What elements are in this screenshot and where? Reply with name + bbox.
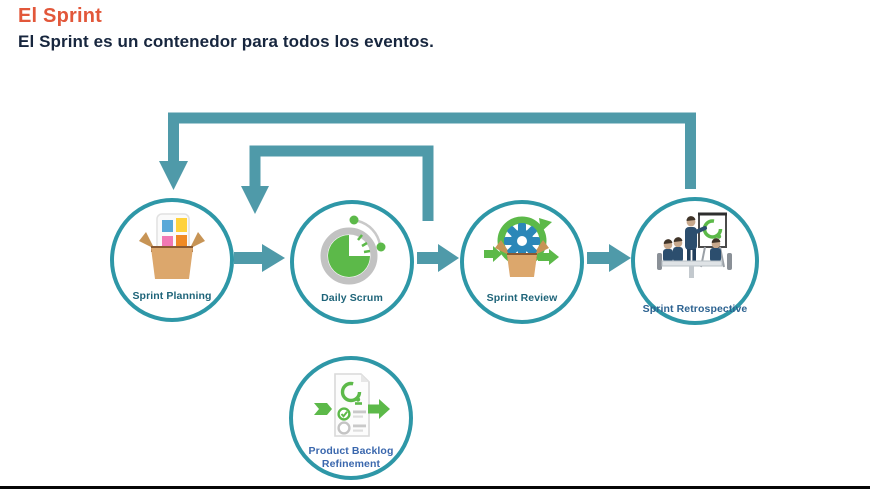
- node-label: Sprint Retrospective: [642, 302, 748, 315]
- node-label: Sprint Review: [486, 291, 558, 304]
- document-checklist-icon: [314, 373, 390, 437]
- node-label: Sprint Planning: [132, 289, 212, 302]
- side-arrows: [484, 246, 559, 265]
- table: [661, 260, 723, 278]
- outer-loop-arrow: [159, 112, 696, 190]
- gear-box-icon: [484, 216, 559, 277]
- box-body: [507, 253, 537, 277]
- page-subtitle: El Sprint es un contenedor para todos lo…: [18, 32, 434, 51]
- node-product-backlog-refinement[interactable]: Product Backlog Refinement: [289, 356, 413, 480]
- timer-icon: [320, 215, 386, 285]
- node-daily-scrum[interactable]: Daily Scrum: [290, 200, 414, 324]
- page-title: El Sprint: [18, 5, 103, 27]
- seated-team: [657, 237, 732, 270]
- inner-loop-arrow: [241, 145, 434, 221]
- check-row-1: [337, 407, 366, 421]
- node-sprint-planning[interactable]: Sprint Planning: [110, 198, 234, 322]
- green-arrow-right: [368, 399, 390, 419]
- team-meeting-icon: [657, 212, 732, 278]
- gear: [504, 223, 540, 259]
- arrow-planning-to-daily: [234, 244, 285, 272]
- arrow-review-to-retrospective: [587, 244, 631, 272]
- green-arrow-left: [314, 403, 332, 415]
- arrow-daily-to-review: [417, 244, 459, 272]
- node-label: Product Backlog Refinement: [308, 445, 394, 470]
- sticky-notes-box-icon: [139, 213, 205, 279]
- node-label: Daily Scrum: [321, 291, 383, 304]
- open-box: [139, 232, 205, 279]
- scrum-loop-glyph: [340, 381, 362, 405]
- check-row-2: [337, 421, 366, 435]
- box-flaps: [495, 240, 549, 254]
- node-sprint-retrospective[interactable]: Sprint Retrospective: [631, 197, 759, 325]
- presenter: [685, 216, 707, 266]
- node-sprint-review[interactable]: Sprint Review: [460, 200, 584, 324]
- bottom-rule: [0, 486, 870, 489]
